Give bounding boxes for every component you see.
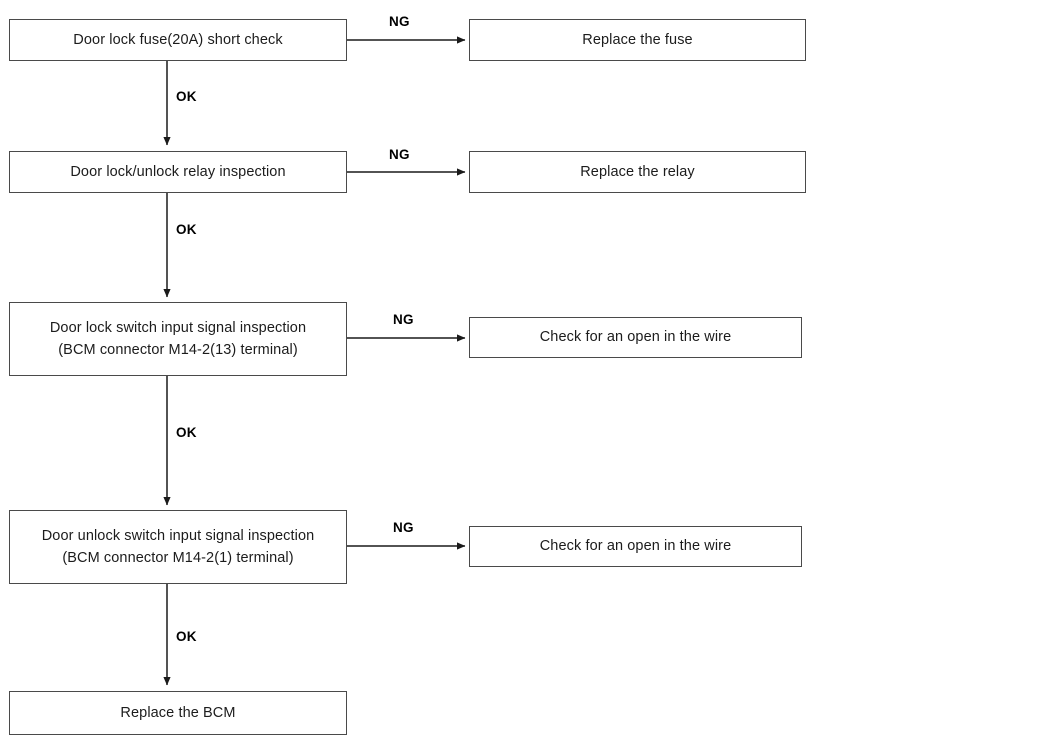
edge-label-ng-4: NG <box>393 520 414 535</box>
edge-label-ok-1: OK <box>176 89 197 104</box>
final-node-label: Replace the BCM <box>120 704 236 721</box>
outcome-node-1[interactable]: Replace the fuse <box>469 19 806 61</box>
outcome-node-3[interactable]: Check for an open in the wire <box>469 317 802 358</box>
edge-label-ng-2: NG <box>389 147 410 162</box>
step-node-3-label-line2: (BCM connector M14-2(13) terminal) <box>58 342 298 358</box>
step-node-4-label-line1: Door unlock switch input signal inspecti… <box>41 527 315 544</box>
step-node-1-label: Door lock fuse(20A) short check <box>73 31 283 48</box>
step-node-2-label: Door lock/unlock relay inspection <box>70 163 286 180</box>
edge-label-ng-3: NG <box>393 312 414 327</box>
outcome-node-4-label: Check for an open in the wire <box>539 538 732 555</box>
outcome-node-4[interactable]: Check for an open in the wire <box>469 526 802 567</box>
step-node-3-label-line1: Door lock switch input signal inspection <box>49 319 307 336</box>
outcome-node-2[interactable]: Replace the relay <box>469 151 806 193</box>
edge-label-ng-1: NG <box>389 14 410 29</box>
final-node[interactable]: Replace the BCM <box>9 691 347 735</box>
edge-label-ok-3: OK <box>176 425 197 440</box>
step-node-3[interactable]: Door lock switch input signal inspection… <box>9 302 347 376</box>
step-node-4-label-line2: (BCM connector M14-2(1) terminal) <box>62 550 294 566</box>
step-node-1[interactable]: Door lock fuse(20A) short check <box>9 19 347 61</box>
outcome-node-3-label: Check for an open in the wire <box>539 329 732 346</box>
edge-label-ok-4: OK <box>176 629 197 644</box>
outcome-node-1-label: Replace the fuse <box>582 31 693 48</box>
step-node-4[interactable]: Door unlock switch input signal inspecti… <box>9 510 347 584</box>
outcome-node-2-label: Replace the relay <box>580 163 695 180</box>
edge-label-ok-2: OK <box>176 222 197 237</box>
step-node-2[interactable]: Door lock/unlock relay inspection <box>9 151 347 193</box>
